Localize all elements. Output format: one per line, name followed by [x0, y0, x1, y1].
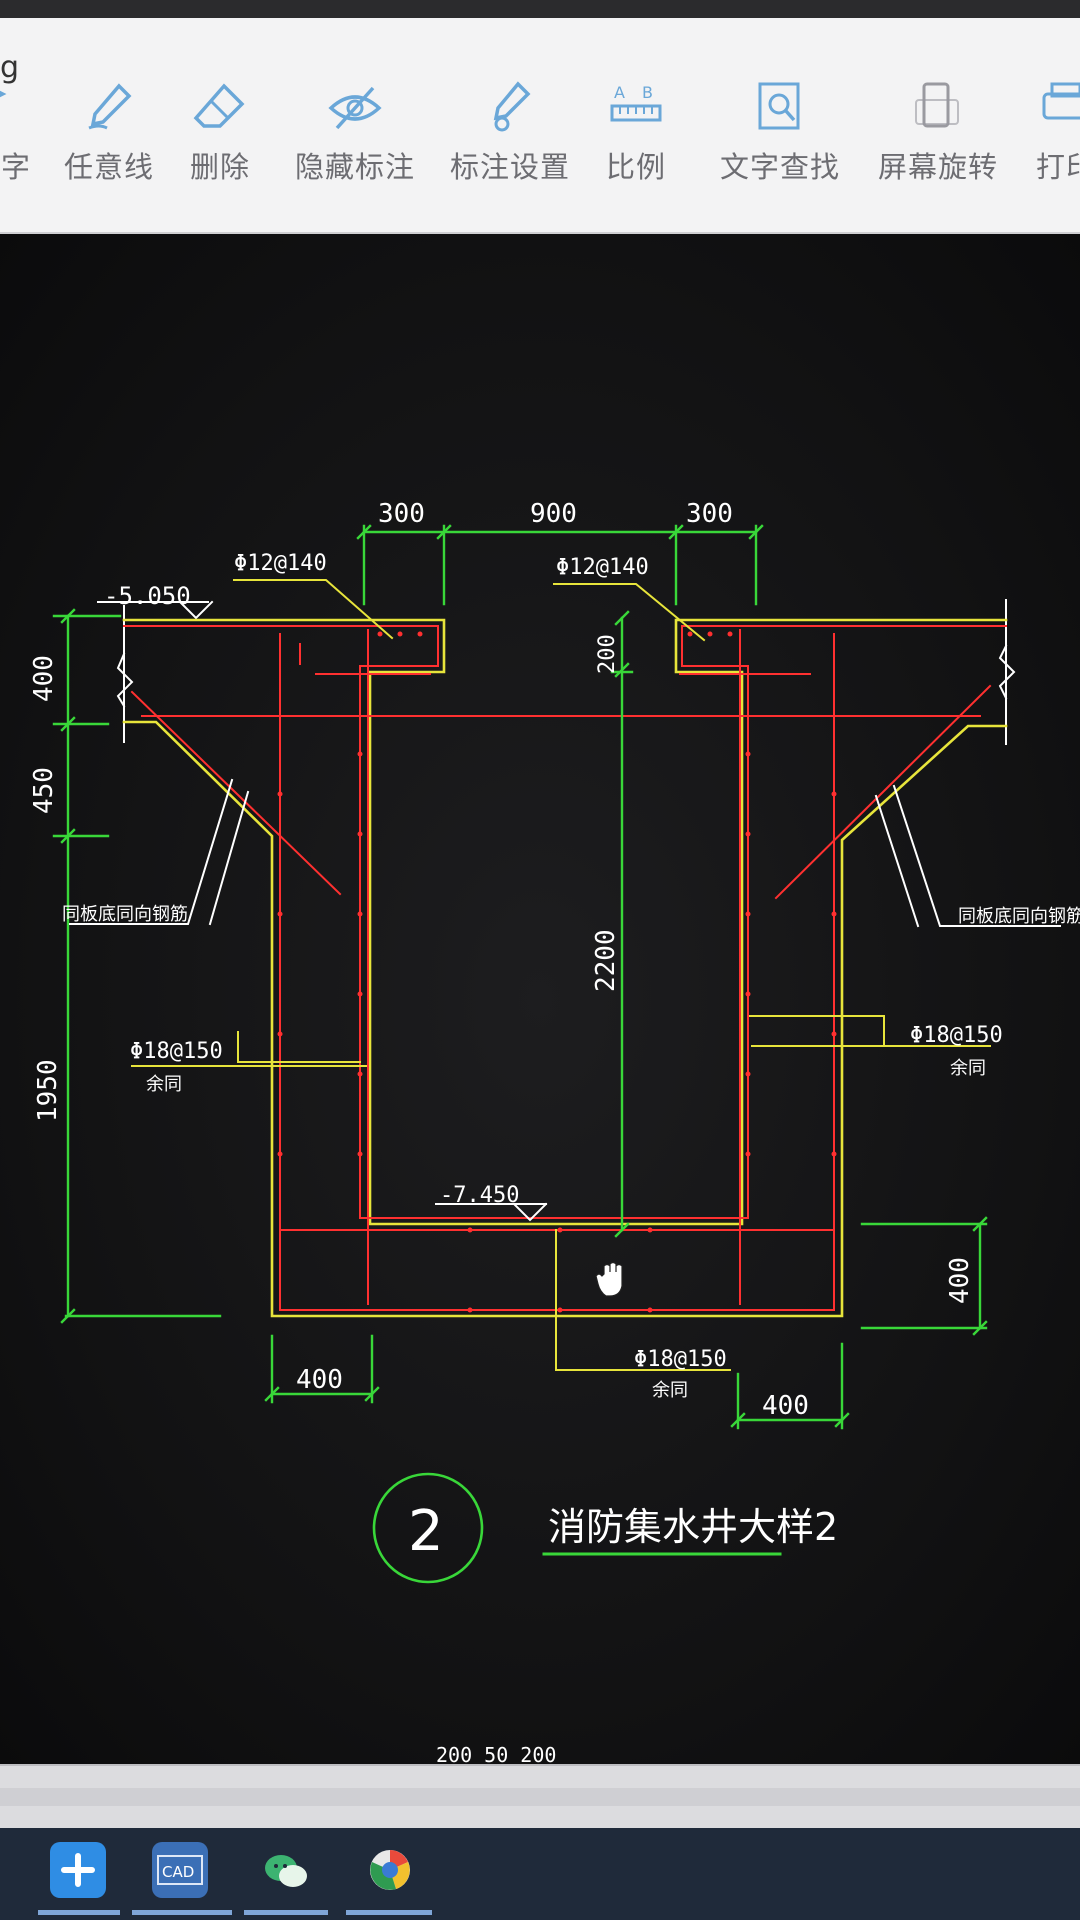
scale-icon: A B — [610, 83, 662, 122]
dim-bottom-partial: 200 50 200 — [436, 1743, 556, 1764]
rebar-bottom-note: 余同 — [652, 1380, 688, 1401]
dim-top-right: 300 — [686, 499, 733, 529]
tool-text-search[interactable]: 文字查找 — [720, 80, 840, 200]
tool-hide-annotation-label: 隐藏标注 — [295, 150, 416, 184]
horizontal-scrollbar[interactable] — [0, 1764, 1080, 1830]
left-dimension-lines — [52, 608, 222, 1324]
svg-text:B: B — [642, 83, 653, 102]
taskbar: CAD — [0, 1828, 1080, 1920]
right-dimension-lines — [860, 1216, 988, 1336]
tool-delete-label: 删除 — [190, 150, 251, 184]
browser-icon[interactable] — [362, 1842, 418, 1898]
concrete-outline — [122, 618, 1008, 1318]
elevation-top-symbol — [97, 600, 214, 620]
note-leaders — [69, 778, 1061, 928]
elevation-top: -5.050 — [104, 582, 191, 610]
tool-text[interactable]: 字 — [0, 80, 46, 200]
eye-off-icon — [328, 86, 382, 130]
rebar-side-left-note: 余同 — [146, 1074, 182, 1095]
note-left: 同板底同向钢筋 — [62, 904, 188, 925]
tool-freeline[interactable]: 任意线 — [64, 80, 154, 200]
dim-top-left: 300 — [378, 499, 425, 529]
taskbar-indicator-wechat — [244, 1910, 328, 1915]
tool-text-search-label: 文字查找 — [720, 150, 841, 184]
detail-title: 消防集水井大样2 — [548, 1505, 838, 1549]
dim-top-mid: 900 — [530, 499, 577, 529]
top-dimension-lines — [356, 524, 764, 606]
taskbar-indicator-browser — [346, 1910, 432, 1915]
scrollbar-thumb[interactable] — [0, 1788, 1080, 1806]
window-top-strip — [0, 0, 1080, 18]
taskbar-indicator-launcher — [38, 1910, 120, 1915]
bottom-dimension-lines — [264, 1334, 850, 1430]
rebar-bottom: Φ18@150 — [634, 1347, 727, 1372]
dim-left-1950: 1950 — [33, 1059, 63, 1122]
print-icon — [1042, 82, 1080, 120]
note-right: 同板底同向钢筋 — [958, 906, 1080, 927]
taskbar-indicator-cad — [132, 1910, 232, 1915]
tool-freeline-label: 任意线 — [64, 150, 155, 184]
dim-bottom-left: 400 — [296, 1365, 343, 1395]
dim-left-400: 400 — [29, 655, 59, 702]
tool-text-label: 字 — [0, 150, 31, 184]
slab-outline-right — [998, 599, 1016, 745]
cad-drawing: 300 900 300 -5.050 400 450 1950 — [29, 499, 1080, 1764]
tool-rotate-screen[interactable]: 屏幕旋转 — [878, 80, 998, 200]
tool-rotate-screen-label: 屏幕旋转 — [878, 150, 999, 184]
slab-outline-left — [116, 605, 134, 743]
tool-print-label: 打印 — [1036, 150, 1080, 184]
rebar-top-right: Φ12@140 — [556, 555, 649, 580]
annotation-settings-icon — [493, 81, 531, 132]
rebar-lines — [123, 625, 1007, 1311]
svg-text:A: A — [614, 83, 625, 102]
tool-print[interactable]: 打印 — [1036, 80, 1080, 200]
dim-right-400: 400 — [945, 1257, 975, 1304]
detail-marker — [372, 1472, 484, 1584]
dim-inner-200: 200 — [595, 634, 620, 674]
toolbar: g 字 任意线 删除 隐藏标注 标注设置 — [0, 18, 1080, 234]
inner-dimension-lines — [610, 610, 634, 1238]
dim-bottom-right: 400 — [762, 1391, 809, 1421]
tool-scale-label: 比例 — [606, 150, 667, 184]
tool-annotation-settings-label: 标注设置 — [450, 150, 571, 184]
tool-hide-annotation[interactable]: 隐藏标注 — [295, 80, 415, 200]
pen-icon — [88, 83, 132, 130]
detail-number: 2 — [408, 1499, 444, 1564]
rebar-top-left: Φ12@140 — [234, 551, 327, 576]
cad-viewer-icon[interactable]: CAD — [152, 1842, 208, 1898]
hand-cursor-icon — [595, 1261, 623, 1297]
leader-lines — [131, 579, 991, 1371]
rebar-side-right: Φ18@150 — [910, 1023, 1003, 1048]
dim-left-450: 450 — [29, 767, 59, 814]
tool-annotation-settings[interactable]: 标注设置 — [450, 80, 570, 200]
wechat-icon[interactable] — [258, 1842, 314, 1898]
elevation-bottom-symbol — [435, 1202, 548, 1222]
tool-delete[interactable]: 删除 — [190, 80, 250, 200]
rebar-side-left: Φ18@150 — [130, 1039, 223, 1064]
dim-inner-2200: 2200 — [591, 929, 621, 992]
cad-viewer-label: CAD — [162, 1863, 194, 1881]
tool-scale[interactable]: A B 比例 — [606, 80, 666, 200]
rebar-side-right-note: 余同 — [950, 1058, 986, 1079]
app-launcher-icon[interactable] — [50, 1842, 106, 1898]
text-icon — [0, 90, 7, 98]
text-search-icon — [758, 82, 800, 130]
rotate-screen-icon — [915, 82, 959, 128]
drawing-canvas[interactable]: 300 900 300 -5.050 400 450 1950 — [0, 234, 1080, 1764]
window-title: g — [0, 50, 20, 85]
rebar-dots — [277, 631, 837, 1313]
eraser-icon — [193, 83, 245, 128]
